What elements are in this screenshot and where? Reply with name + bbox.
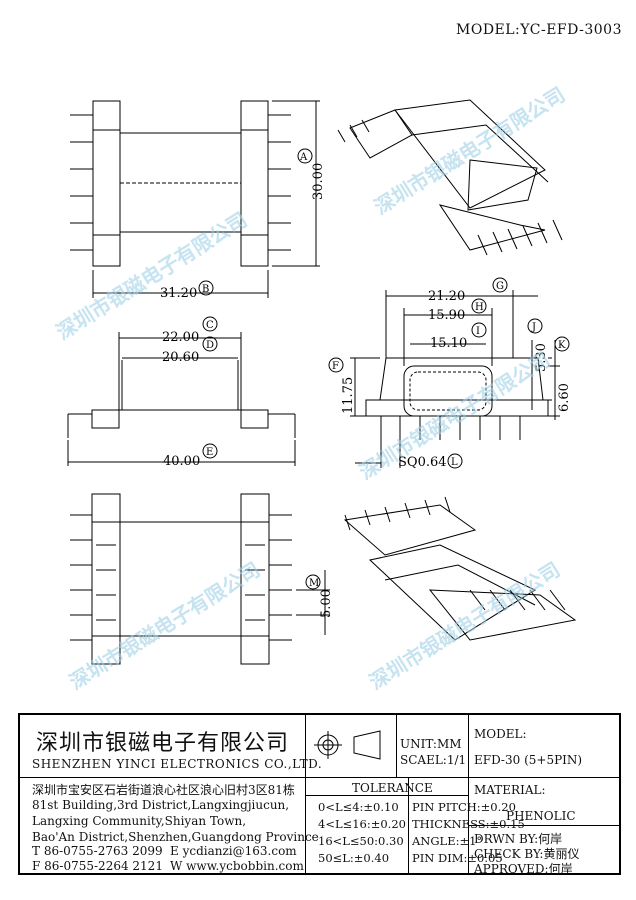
dim-D-value: 20.60: [162, 350, 199, 365]
title-block: 深圳市银磁电子有限公司 SHENZHEN YINCI ELECTRONICS C…: [18, 713, 621, 876]
fax: F 86-0755-2264 2121: [32, 859, 163, 873]
dim-L-tag: L: [451, 457, 458, 468]
dim-M-tag: M: [309, 578, 319, 589]
iso-view-bottom: [343, 496, 577, 641]
watermark-text: 深圳市银磁电子有限公司: [370, 82, 569, 219]
iso-view-top: [337, 99, 563, 256]
dim-G-tag: G: [496, 281, 504, 292]
email: E ycdianzi@163.com: [170, 844, 297, 858]
check-by: CHECK BY:黄丽仪: [474, 847, 580, 861]
drawn-by: DRWN BY:何岸: [474, 832, 563, 846]
dim-B-value: 31.20: [160, 286, 197, 301]
top-view: [70, 100, 320, 298]
tolerance-row: 0<L≤4:±0.10: [318, 800, 399, 814]
material-label: MATERIAL:: [474, 783, 546, 797]
tolerance-row: THICKNESS:±0.15: [412, 817, 525, 831]
watermark-text: 深圳市银磁电子有限公司: [52, 207, 251, 344]
company-name-cn: 深圳市银磁电子有限公司: [36, 731, 290, 756]
tolerance-row: PIN PITCH:±0.20: [412, 800, 516, 814]
address-en-line-1: 81st Building,3rd District,Langxingjiucu…: [32, 798, 290, 812]
tolerance-row: 50≤L:±0.40: [318, 851, 390, 865]
dim-E-tag: E: [206, 447, 213, 458]
dim-A-tag: A: [299, 152, 308, 163]
dim-M-value: 5.00: [319, 589, 334, 618]
dim-H-tag: H: [475, 302, 484, 313]
model-label: MODEL:: [474, 727, 527, 741]
dim-K-tag: K: [558, 340, 566, 351]
dim-B-tag: B: [202, 284, 209, 295]
tolerance-row: 4<L≤16:±0.20: [318, 817, 406, 831]
projection-symbol: [314, 730, 381, 760]
dim-F-tag: F: [332, 361, 339, 372]
dim-K-value: 6.60: [557, 383, 572, 412]
dim-E-value: 40.00: [163, 454, 200, 469]
dim-C-value: 22.00: [162, 330, 199, 345]
tolerance-row: 16<L≤50:0.30: [318, 834, 404, 848]
company-name-en: SHENZHEN YINCI ELECTRONICS CO.,LTD.: [32, 757, 323, 771]
bottom-view: [70, 493, 330, 665]
dim-G-value: 21.20: [428, 289, 465, 304]
address-cn: 深圳市宝安区石岩街道浪心社区浪心旧村3区81栋: [32, 783, 295, 797]
scale-label: SCAEL:1/1: [400, 753, 467, 767]
dim-L-value: SQ0.64: [398, 455, 447, 470]
address-en-line-2: Langxing Community,Shiyan Town,: [32, 814, 247, 828]
website: W www.ycbobbin.com: [170, 859, 304, 873]
model-value: EFD-30 (5+5PIN): [474, 753, 583, 767]
technical-drawing: 30.00 A 31.20 B 22.00 C 20.60 D 40.00 E …: [52, 82, 577, 694]
end-view: [328, 277, 570, 469]
material-value: PHENOLIC: [506, 809, 576, 823]
dim-F-value: 11.75: [341, 377, 356, 414]
address-en-line-3: Bao'An District,Shenzhen,Guangdong Provi…: [32, 830, 319, 844]
phone: T 86-0755-2763 2099: [32, 844, 163, 858]
dim-I-value: 15.10: [430, 336, 467, 351]
tolerance-row: PIN DIM:±0.05: [412, 851, 503, 865]
unit-label: UNIT:MM: [400, 737, 462, 751]
dim-D-tag: D: [206, 340, 214, 351]
approved-by: APPROVED:何岸: [474, 862, 573, 876]
dim-A-value: 30.00: [311, 163, 326, 200]
dim-J-value: 5.30: [534, 343, 549, 372]
tolerance-row: ANGLE:±1°: [412, 834, 483, 848]
model-number-header: MODEL:YC-EFD-3003: [456, 22, 622, 38]
dim-C-tag: C: [206, 320, 214, 331]
watermark-text: 深圳市银磁电子有限公司: [65, 557, 264, 694]
dim-H-value: 15.90: [428, 308, 465, 323]
tolerance-title: TOLERANCE: [352, 781, 433, 795]
side-view: [67, 316, 296, 466]
dim-I-tag: I: [476, 326, 480, 337]
dim-J-tag: J: [531, 322, 536, 333]
